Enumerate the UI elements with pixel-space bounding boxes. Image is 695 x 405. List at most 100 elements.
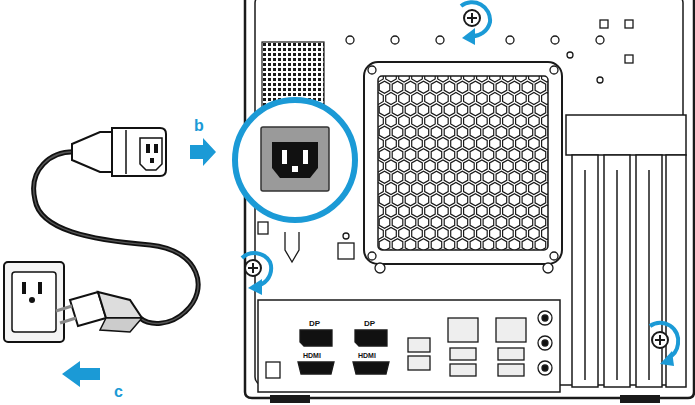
vent-hole [278,83,281,86]
hex-hole [399,115,410,127]
hex-hole [464,137,475,149]
vent-hole [268,68,271,71]
hex-hole [438,92,449,104]
socket-pin [282,150,287,164]
vent-hole [298,68,301,71]
mount-hole [346,36,354,44]
mount-hole [551,36,559,44]
lan-port [448,318,478,342]
hex-hole [483,104,494,116]
vent-hole [318,78,321,81]
vent-hole [318,48,321,51]
hex-hole [535,216,546,228]
vent-hole [288,43,291,46]
hex-hole [516,227,527,239]
hex-hole [483,216,494,228]
hex-hole [477,205,488,217]
vent-hole [288,93,291,96]
lan-port [496,318,526,342]
hex-hole [438,205,449,217]
hex-hole [503,182,514,194]
audio-jack [538,336,552,350]
hex-hole [379,81,390,93]
padlock-hole [343,233,349,239]
hex-hole [535,126,546,138]
turn-arrowheads [248,28,674,366]
hex-hole [378,92,383,104]
hex-hole [464,115,475,127]
hex-hole [496,104,507,116]
plug-grip [100,318,142,332]
vent-hole [293,58,296,61]
hex-hole [418,126,429,138]
vent-hole [273,58,276,61]
hex-hole [477,76,488,82]
vent-hole [268,88,271,91]
c13-connector [112,128,166,176]
vent-hole [298,43,301,46]
hex-hole [522,81,533,93]
vent-hole [318,83,321,86]
connector-strain-relief [72,132,112,172]
vent-hole [293,78,296,81]
thumbscrew [245,260,261,276]
hex-hole [470,126,481,138]
vent-hole [308,63,311,66]
turn-arrow [650,323,678,358]
hex-hole [529,76,540,82]
slot-line [584,170,586,380]
hex-hole [392,216,403,228]
hex-hole [490,160,501,172]
fan-grille [378,76,548,250]
vent-hole [318,63,321,66]
hex-hole [431,194,442,206]
mount-hole [597,77,603,83]
vent-hole [313,58,316,61]
vent-hole [313,83,316,86]
hex-hole [438,227,449,239]
hex-hole [431,171,442,183]
vent-hole [308,83,311,86]
mount-hole [391,36,399,44]
hex-hole [529,92,540,104]
hex-hole [529,205,540,217]
hex-hole [392,239,403,250]
slot-bracket [566,115,686,155]
vent-hole [263,93,266,96]
connector-hole [146,144,150,153]
hex-hole [509,126,520,138]
hex-hole [431,149,442,161]
hex-hole [392,171,403,183]
hex-hole [535,194,546,206]
vent-hole [268,73,271,76]
expansion-slots [566,115,686,387]
outlet-ground [29,297,35,303]
hex-hole [431,239,442,250]
hex-hole [490,137,501,149]
vent-hole [303,63,306,66]
connector-face [140,138,162,170]
vent-hole [293,93,296,96]
vent-hole [298,48,301,51]
mount-hole [625,55,633,63]
wall-outlet [4,262,64,342]
hex-hole [503,227,514,239]
lock-slot [285,232,299,262]
vent-hole [298,78,301,81]
vent-hole [283,88,286,91]
hex-hole [490,115,501,127]
hex-hole [542,182,548,194]
hex-hole [392,194,403,206]
dp-port [300,330,332,346]
hex-hole [418,194,429,206]
hex-hole [425,137,436,149]
vent-hole [273,68,276,71]
hex-hole [503,205,514,217]
hex-hole [483,149,494,161]
hex-hole [431,104,442,116]
hex-hole [496,171,507,183]
hex-hole [490,227,501,239]
hex-hole [379,216,390,228]
hex-hole [412,160,423,172]
